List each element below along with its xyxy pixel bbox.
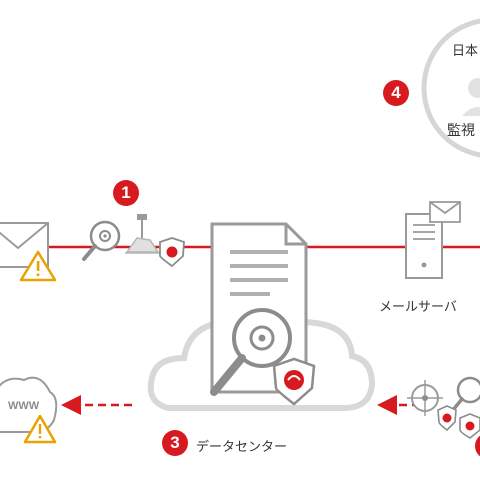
crosshair-icon bbox=[407, 380, 443, 416]
step-badge-4: 4 bbox=[383, 80, 409, 106]
mail-server-label: メールサーバ bbox=[379, 300, 457, 315]
biohazard-magnifier-icon bbox=[210, 308, 292, 396]
warning-icon bbox=[23, 414, 57, 444]
warning-icon bbox=[19, 250, 57, 282]
sandbox-icon bbox=[125, 214, 160, 254]
step-badge-3: 3 bbox=[162, 430, 188, 456]
operator-label-bottom: 監視 bbox=[447, 123, 475, 139]
step-badge-1: 1 bbox=[113, 180, 139, 206]
biohazard-magnifier-icon bbox=[451, 376, 480, 412]
biohazard-magnifier-icon bbox=[82, 220, 121, 261]
data-center-label: データセンター bbox=[196, 440, 288, 455]
operator-label-top: 日本 bbox=[452, 44, 479, 59]
operator-icon bbox=[462, 78, 480, 116]
shield-icon bbox=[159, 237, 185, 268]
shield-icon bbox=[459, 413, 480, 439]
mail-server-icon bbox=[405, 201, 461, 279]
step-badge-partial bbox=[475, 435, 480, 457]
operator-circle bbox=[421, 18, 480, 158]
shield-icon bbox=[272, 357, 316, 406]
web-cloud-label: WWW bbox=[8, 400, 40, 412]
shield-icon bbox=[437, 405, 457, 432]
